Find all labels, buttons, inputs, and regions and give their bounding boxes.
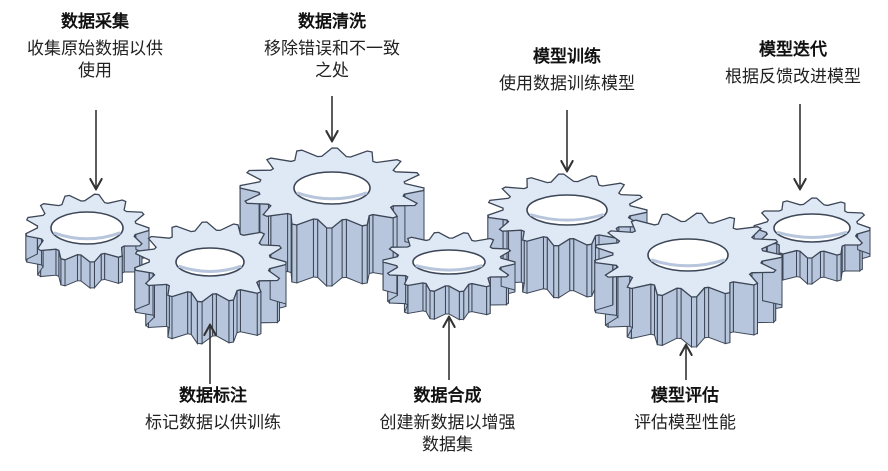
stage-title-eval: 模型评估 <box>590 386 780 407</box>
gear-side-eval <box>697 288 705 347</box>
gear-side-iterate <box>783 251 797 280</box>
gear-side-eval <box>651 284 655 335</box>
gear-side-collect <box>118 256 122 283</box>
stage-desc-collect-line1: 收集原始数据以供 <box>0 39 190 60</box>
stage-title-iterate: 模型迭代 <box>698 40 888 61</box>
gear-side-clean <box>332 220 342 286</box>
gear-side-train <box>570 239 574 291</box>
stage-label-clean: 数据清洗 移除错误和不一致 之处 <box>237 12 427 82</box>
gear-side-iterate <box>797 251 800 278</box>
gear-side-clean <box>362 225 367 284</box>
gear-side-iterate <box>820 251 824 277</box>
gear-side-eval <box>631 284 650 338</box>
gear-side-label <box>229 300 234 343</box>
stage-title-synth: 数据合成 <box>350 386 545 407</box>
gear-side-label <box>197 301 202 343</box>
gear-side-label <box>240 290 257 336</box>
stage-label-iterate: 模型迭代 根据反馈改进模型 <box>698 40 888 89</box>
gear-side-synth <box>487 285 491 314</box>
gear-side-iterate <box>807 258 812 284</box>
gear-side-iterate <box>824 251 837 281</box>
gear-side-eval <box>657 295 662 346</box>
gear-side-label <box>216 294 229 343</box>
gear-side-collect <box>61 259 65 286</box>
gear-side-synth <box>408 283 423 314</box>
stage-desc-synth-line2: 数据集 <box>350 435 545 456</box>
stage-desc-clean-line1: 移除错误和不一致 <box>237 39 427 60</box>
gear-side-eval <box>681 288 691 347</box>
stage-title-collect: 数据采集 <box>0 12 190 33</box>
stage-label-train: 模型训练 使用数据训练模型 <box>462 47 672 96</box>
gear-side-label <box>257 292 261 336</box>
gear-side-synth <box>472 284 487 315</box>
gear-side-eval <box>725 293 730 344</box>
gear-collect <box>26 194 149 288</box>
stage-title-clean: 数据清洗 <box>237 12 427 33</box>
gear-side-train <box>559 239 570 298</box>
stage-label-eval: 模型评估 评估模型性能 <box>590 386 780 435</box>
gear-side-label <box>237 290 240 333</box>
stage-label-collect: 数据采集 收集原始数据以供 使用 <box>0 12 190 82</box>
gear-side-train <box>574 239 587 297</box>
gear-side-clean <box>369 215 373 274</box>
gear-side-synth <box>459 291 463 319</box>
gear-side-train <box>527 237 543 293</box>
gear-side-clean <box>318 219 327 286</box>
gear-side-clean <box>292 224 297 283</box>
gear-side-clean <box>313 219 317 277</box>
gear-side-collect <box>90 262 94 288</box>
gear-side-clean <box>327 228 332 286</box>
gear-side-eval <box>754 283 758 335</box>
stage-title-train: 模型训练 <box>462 47 672 68</box>
gear-side-train <box>587 244 592 297</box>
gear-side-eval <box>709 287 726 343</box>
gear-side-label <box>213 294 217 336</box>
gear-side-eval <box>705 287 709 337</box>
gear-side-collect <box>101 253 104 280</box>
stage-desc-synth-line1: 创建新数据以增强 <box>350 413 545 434</box>
gear-side-eval <box>662 288 677 345</box>
gear-side-eval <box>677 288 681 338</box>
stage-title-label: 数据标注 <box>113 386 313 407</box>
stage-desc-label-line1: 标记数据以供训练 <box>113 413 313 434</box>
gear-side-train <box>543 237 547 290</box>
gear-side-train <box>554 245 559 297</box>
gear-side-eval <box>733 282 754 335</box>
gear-side-synth <box>445 286 449 314</box>
stage-label-synth: 数据合成 创建新数据以增强 数据集 <box>350 386 545 456</box>
stage-desc-eval-line1: 评估模型性能 <box>590 413 780 434</box>
gear-side-eval <box>691 297 696 347</box>
gear-side-label <box>188 292 192 335</box>
gear-side-synth <box>430 291 434 320</box>
stage-desc-collect-line2: 使用 <box>0 61 190 82</box>
gear-side-clean <box>288 214 292 273</box>
gear-side-collect <box>77 255 81 281</box>
gear-side-synth <box>383 262 397 294</box>
gear-side-clean <box>297 219 314 283</box>
gear-eval <box>595 213 782 347</box>
stage-label-label: 数据标注 标记数据以供训练 <box>113 386 313 435</box>
stage-desc-clean-line2: 之处 <box>237 61 427 82</box>
stage-desc-train-line1: 使用数据训练模型 <box>462 74 672 95</box>
gear-side-clean <box>342 219 346 277</box>
gear-side-iterate <box>837 254 841 281</box>
gear-side-clean <box>346 219 362 283</box>
gear-side-collect <box>105 253 119 283</box>
gear-side-label <box>172 292 188 339</box>
gear-side-train <box>547 237 553 297</box>
stage-desc-iterate-line1: 根据反馈改进模型 <box>698 67 888 88</box>
